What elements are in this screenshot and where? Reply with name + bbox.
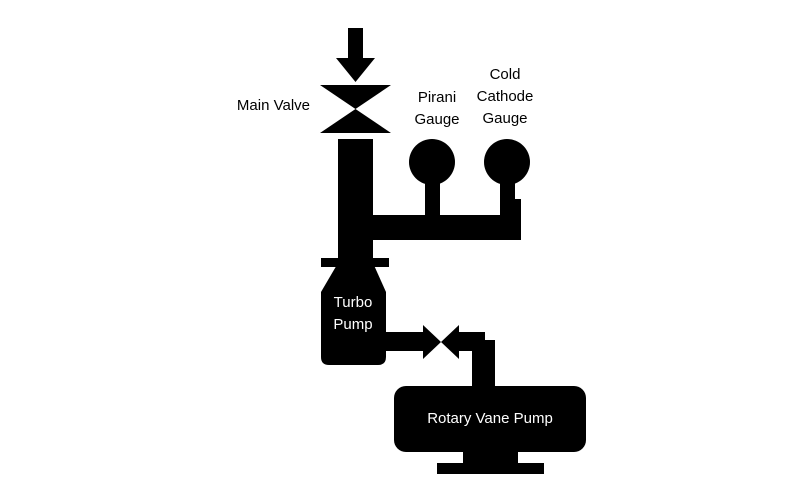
cold-cathode-gauge-stem (500, 180, 515, 218)
rotary-pump-inlet-pipe (472, 340, 495, 392)
main-valve-icon (320, 85, 391, 133)
rotary-pump-pedestal (463, 452, 518, 464)
cold-cathode-gauge-bulb-icon (484, 139, 530, 185)
turbo-pump-flange (321, 258, 389, 267)
rotary-vane-pump-label: Rotary Vane Pump (427, 410, 553, 427)
pirani-gauge-stem (425, 180, 440, 218)
rotary-pump-base (437, 463, 544, 474)
turbo-pump-label: Turbo Pump (333, 294, 373, 333)
cold-cathode-gauge-label: Cold Cathode Gauge (476, 66, 534, 127)
turbo-pump-body (321, 263, 386, 365)
foreline-valve-icon (423, 325, 459, 359)
main-pipe (338, 139, 373, 261)
flow-arrow-shaft (348, 28, 363, 60)
pirani-gauge-bulb-icon (409, 139, 455, 185)
flow-arrow-head-icon (336, 58, 375, 82)
rotary-pump-body (394, 386, 586, 452)
pirani-gauge-label: Pirani Gauge (414, 89, 460, 128)
main-valve-label: Main Valve (236, 97, 310, 114)
foreline-pipe (386, 332, 424, 351)
branch-pipe (373, 215, 521, 240)
